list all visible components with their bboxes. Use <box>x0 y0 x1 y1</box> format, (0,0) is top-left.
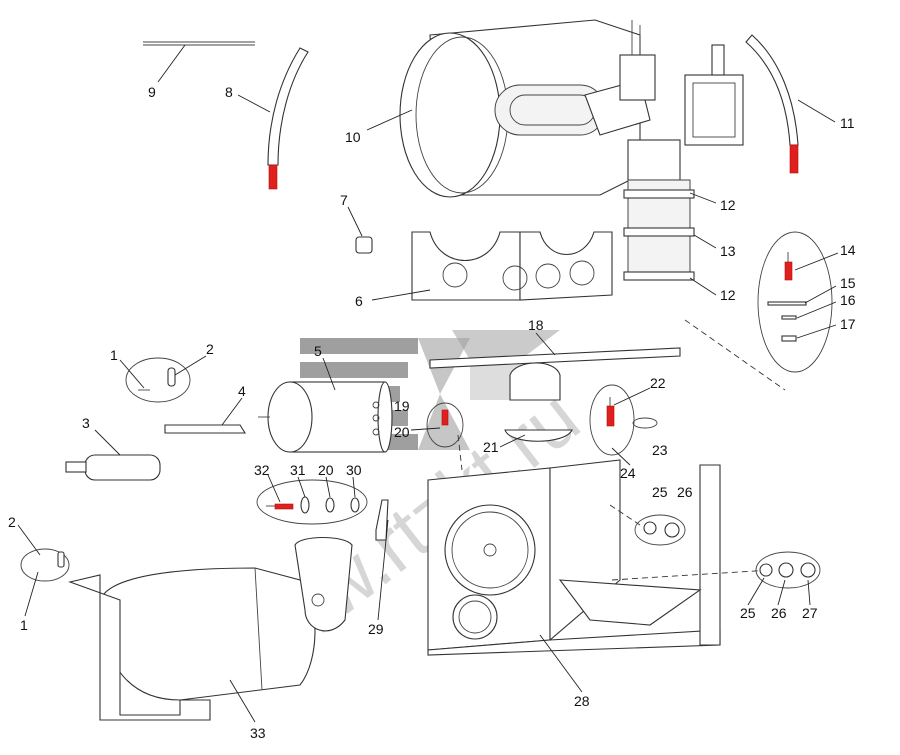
part-label-19: 19 <box>394 398 410 414</box>
part-label-29: 29 <box>368 621 384 637</box>
part-label-5: 5 <box>314 343 322 359</box>
fastener-callout-right <box>757 231 833 373</box>
part-label-25-upper: 25 <box>652 484 668 500</box>
strap-part-right <box>745 34 799 174</box>
heat-exchanger <box>68 537 353 721</box>
part-label-22: 22 <box>650 375 666 391</box>
part-label-31: 31 <box>290 462 306 478</box>
fastener-callout-bottom <box>256 479 368 525</box>
heater-housing <box>427 459 771 656</box>
part-label-28: 28 <box>574 693 590 709</box>
bushing-part <box>355 236 373 254</box>
part-label-4: 4 <box>238 383 246 399</box>
hose-with-clamps <box>623 179 695 281</box>
fastener-callout-center <box>426 402 464 448</box>
part-label-16: 16 <box>840 292 856 308</box>
bracket-29 <box>375 499 389 541</box>
part-label-10: 10 <box>345 129 361 145</box>
part-label-11: 11 <box>840 115 855 131</box>
fastener-callout-left-bottom <box>20 548 70 582</box>
part-number-labels: 9 8 10 11 12 13 12 7 6 14 15 16 17 18 1 … <box>8 84 856 741</box>
part-label-13: 13 <box>720 243 736 259</box>
part-label-20-lower: 20 <box>318 462 334 478</box>
cradle-bracket <box>411 231 613 301</box>
part-label-12-upper: 12 <box>720 197 736 213</box>
part-label-2-bottom: 2 <box>8 514 16 530</box>
bolt-14 <box>767 252 807 342</box>
part-label-7: 7 <box>340 192 348 208</box>
fastener-callout-22 <box>589 384 635 456</box>
part-label-14: 14 <box>840 242 856 258</box>
leader-lines <box>17 44 839 723</box>
part-label-23: 23 <box>652 442 668 458</box>
part-label-33: 33 <box>250 725 266 741</box>
part-label-24: 24 <box>620 465 636 481</box>
part-label-30: 30 <box>346 462 362 478</box>
part-label-2-top: 2 <box>206 341 214 357</box>
fan-motor <box>258 381 393 453</box>
part-label-25-lower: 25 <box>740 605 756 621</box>
fitting-callout-lower <box>755 551 821 589</box>
mounting-plate <box>429 347 681 442</box>
rod-part <box>143 41 255 46</box>
cylinder-tank <box>399 19 744 198</box>
part-label-27: 27 <box>802 605 818 621</box>
strap-part-left <box>267 47 309 190</box>
part-label-8: 8 <box>225 84 233 100</box>
part-label-17: 17 <box>840 316 856 332</box>
part-label-26-lower: 26 <box>771 605 787 621</box>
damper-part <box>65 454 161 481</box>
fastener-callout-left-top <box>125 357 191 403</box>
part-label-1-top: 1 <box>110 347 118 363</box>
part-label-20-upper: 20 <box>394 424 410 440</box>
part-label-9: 9 <box>148 84 156 100</box>
part-label-32: 32 <box>254 462 270 478</box>
part-label-6: 6 <box>355 293 363 309</box>
part-label-1-bottom: 1 <box>20 617 28 633</box>
bracket-part <box>164 424 246 434</box>
part-label-18: 18 <box>528 317 544 333</box>
part-label-3: 3 <box>82 415 90 431</box>
part-label-12-lower: 12 <box>720 287 736 303</box>
fitting-callout-upper <box>634 514 686 546</box>
part-label-15: 15 <box>840 275 856 291</box>
part-label-21: 21 <box>483 439 499 455</box>
part-label-26-upper: 26 <box>677 484 693 500</box>
